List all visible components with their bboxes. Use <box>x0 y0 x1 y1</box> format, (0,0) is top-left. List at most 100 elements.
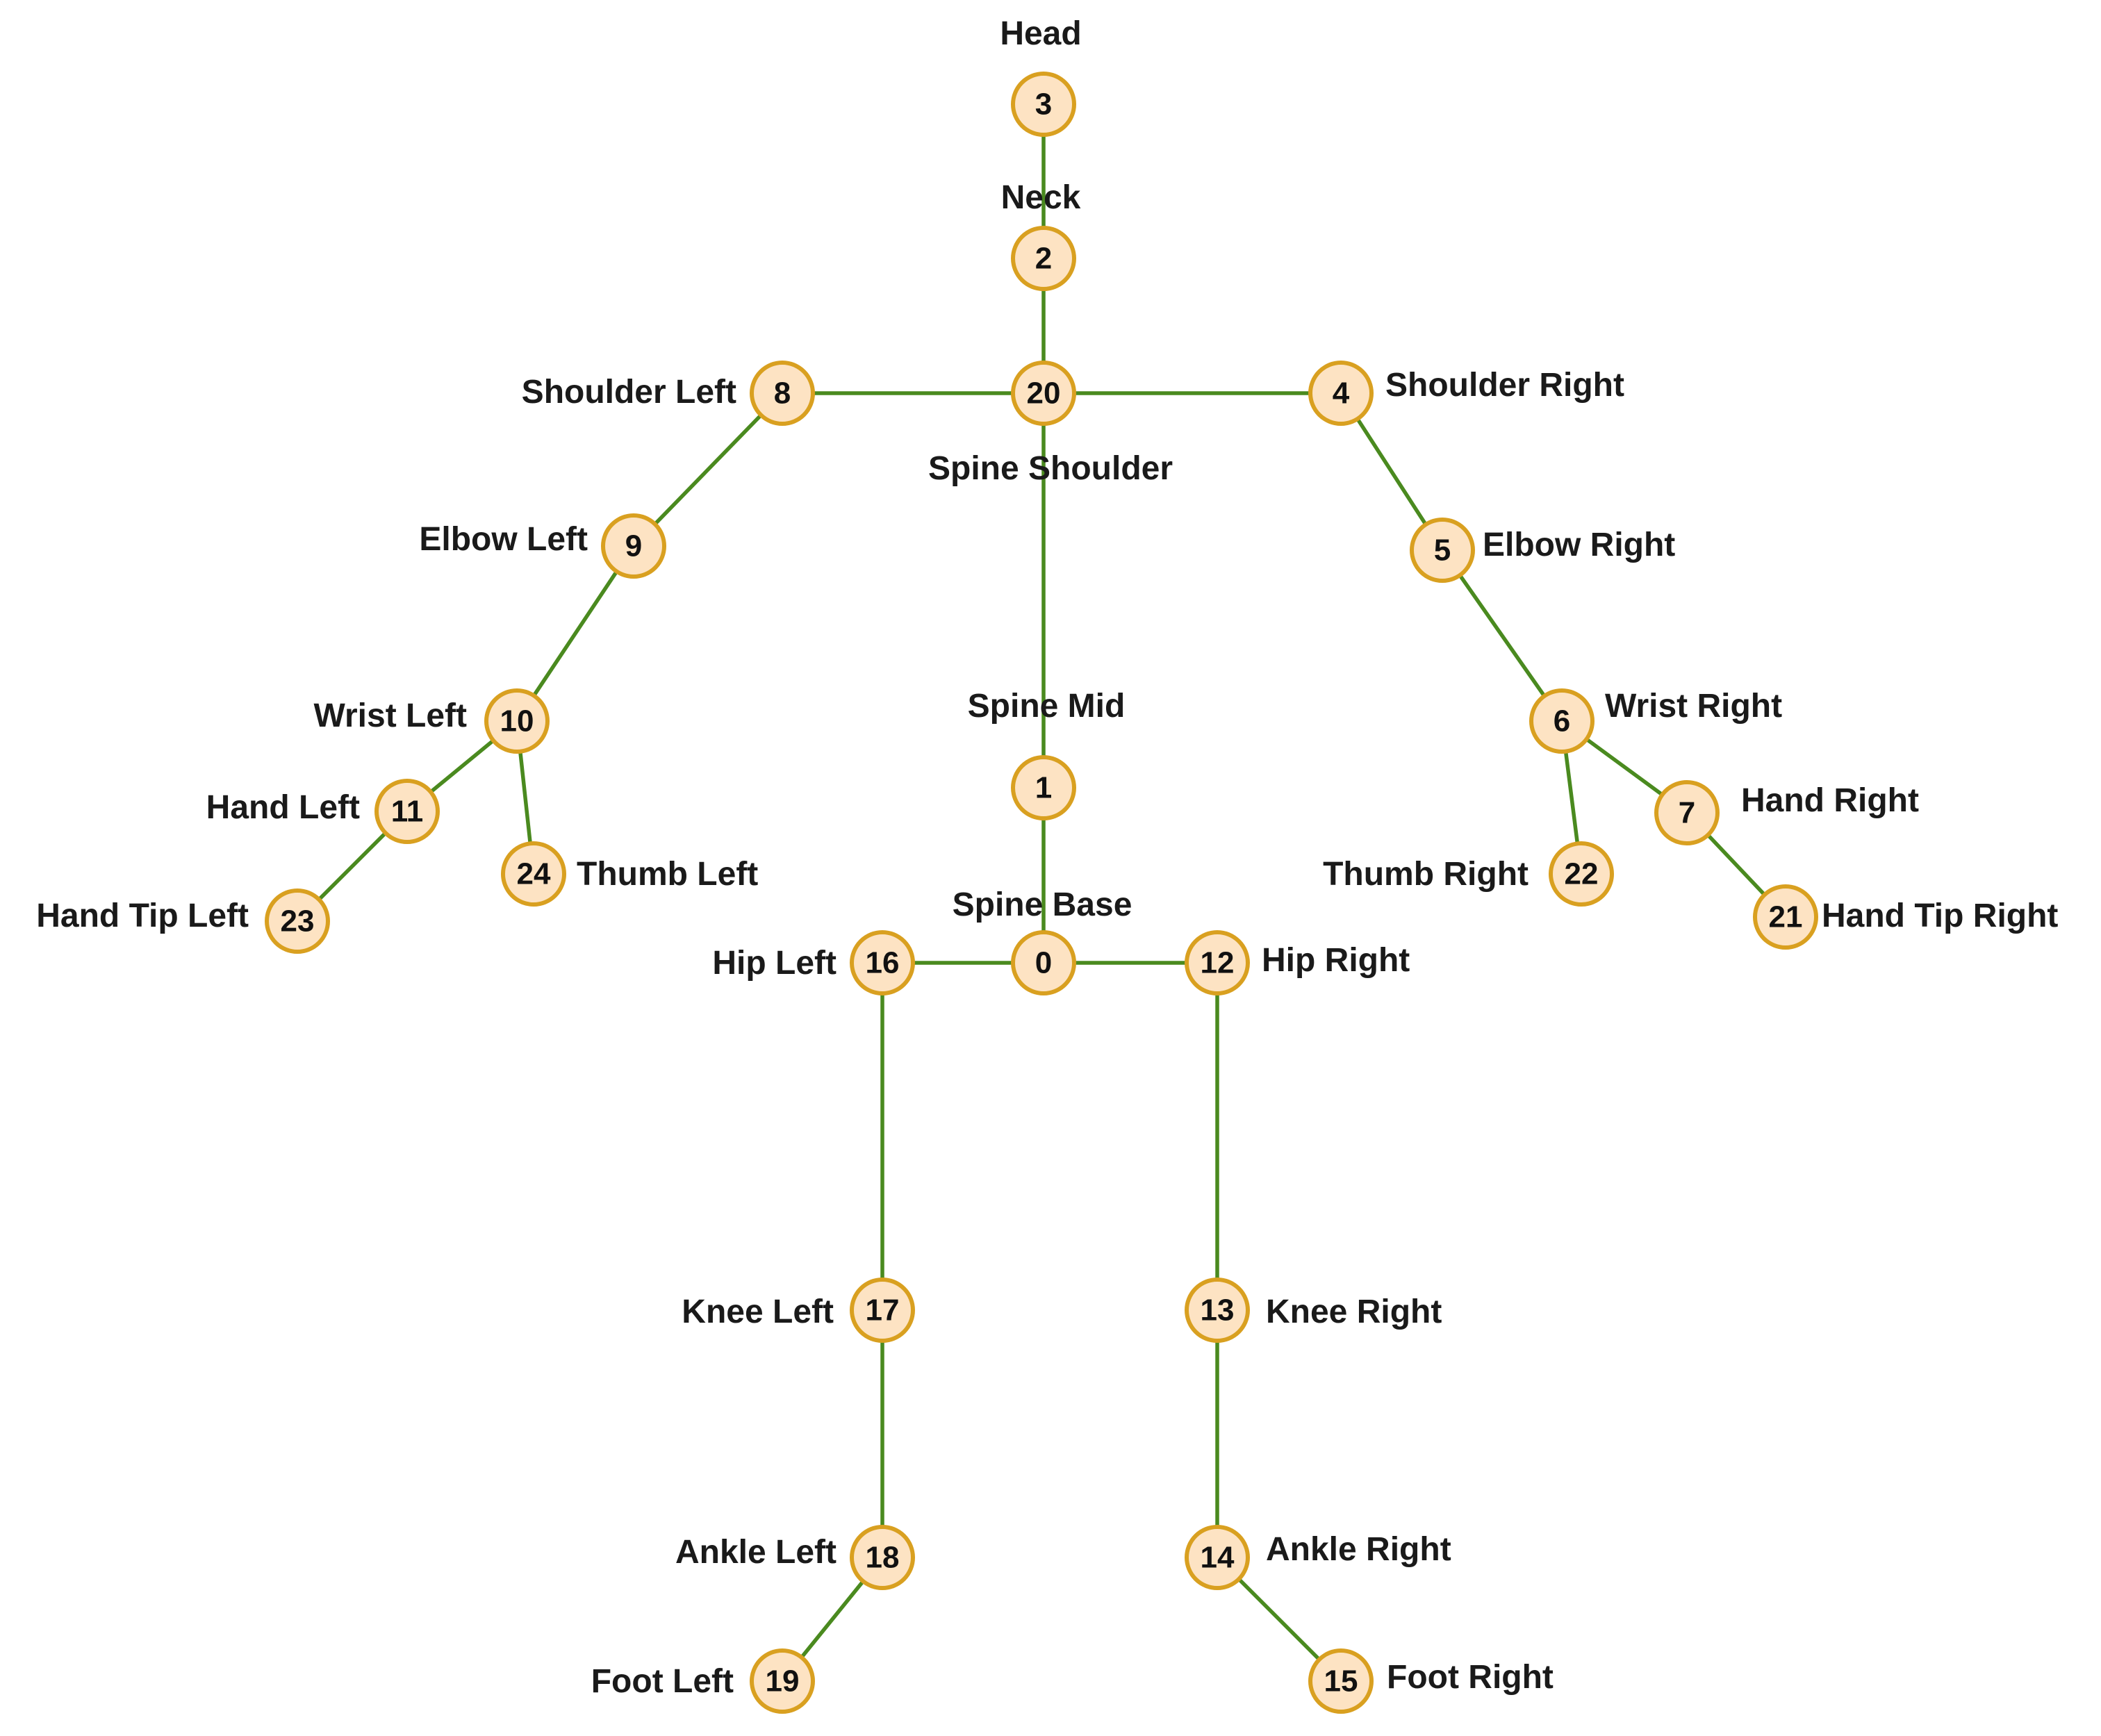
bone-5-6 <box>1440 548 1564 723</box>
joint-label-hand-right: Hand Right <box>1741 782 1919 819</box>
joint-label-foot-left: Foot Left <box>591 1663 734 1700</box>
joint-number: 24 <box>517 857 551 891</box>
joint-node <box>501 841 566 907</box>
joint-thumb-left: 24 <box>501 841 566 907</box>
joint-spine-shoulder: 20 <box>1011 361 1076 426</box>
joint-ankle-right: 14 <box>1185 1525 1250 1590</box>
joint-knee-left: 17 <box>850 1278 915 1343</box>
joint-elbow-left: 9 <box>601 513 666 579</box>
joint-node <box>1011 226 1076 291</box>
joint-foot-left: 19 <box>750 1648 815 1714</box>
joint-head: 3 <box>1011 72 1076 137</box>
joint-label-thumb-right: Thumb Right <box>1323 856 1529 893</box>
joint-node <box>850 1278 915 1343</box>
joint-node <box>1011 361 1076 426</box>
joint-number: 11 <box>391 795 424 829</box>
joint-hip-right: 12 <box>1185 930 1250 995</box>
joint-knee-right: 13 <box>1185 1278 1250 1343</box>
joint-label-thumb-left: Thumb Left <box>577 856 758 893</box>
joint-number: 18 <box>866 1541 900 1575</box>
joint-neck: 2 <box>1011 226 1076 291</box>
joint-label-neck: Neck <box>1001 179 1081 216</box>
joint-shoulder-right: 4 <box>1308 361 1374 426</box>
joint-node <box>601 513 666 579</box>
joint-label-hand-tip-left: Hand Tip Left <box>36 898 249 934</box>
joint-label-hand-left: Hand Left <box>206 789 360 826</box>
joint-label-hip-left: Hip Left <box>712 945 837 982</box>
joint-foot-right: 15 <box>1308 1648 1374 1714</box>
joint-wrist-right: 6 <box>1529 688 1595 754</box>
joint-number: 17 <box>866 1293 900 1328</box>
joint-node <box>1410 518 1475 583</box>
joint-label-hip-right: Hip Right <box>1262 942 1410 979</box>
joint-node <box>1549 841 1614 907</box>
joint-number: 6 <box>1554 704 1570 738</box>
joint-hand-right: 7 <box>1654 780 1720 845</box>
joint-node <box>1654 780 1720 845</box>
joint-spine-base: 0 <box>1011 930 1076 995</box>
joint-number: 14 <box>1201 1541 1235 1575</box>
joint-number: 13 <box>1201 1293 1235 1328</box>
joint-label-spine-shoulder: Spine Shoulder <box>928 450 1173 487</box>
joint-hand-tip-right: 21 <box>1753 884 1818 950</box>
joint-number: 5 <box>1434 534 1451 568</box>
joint-label-elbow-right: Elbow Right <box>1483 527 1675 563</box>
joint-node <box>850 930 915 995</box>
joint-hand-left: 11 <box>374 779 440 844</box>
joint-ankle-left: 18 <box>850 1525 915 1590</box>
joint-number: 23 <box>281 904 315 939</box>
joint-node <box>1011 755 1076 820</box>
joint-number: 10 <box>500 704 534 738</box>
joint-number: 19 <box>766 1664 800 1698</box>
joint-label-shoulder-left: Shoulder Left <box>522 374 736 411</box>
joint-node <box>1308 361 1374 426</box>
joint-node <box>1011 930 1076 995</box>
joint-thumb-right: 22 <box>1549 841 1614 907</box>
joint-number: 8 <box>774 377 791 411</box>
joint-node <box>1185 1525 1250 1590</box>
joint-number: 9 <box>625 529 642 563</box>
joint-node <box>1529 688 1595 754</box>
joint-spine-mid: 1 <box>1011 755 1076 820</box>
joint-node <box>750 361 815 426</box>
joint-label-knee-left: Knee Left <box>682 1293 834 1330</box>
joint-number: 22 <box>1565 857 1599 891</box>
joint-number: 12 <box>1201 946 1235 980</box>
joint-shoulder-left: 8 <box>750 361 815 426</box>
joint-label-spine-mid: Spine Mid <box>968 688 1126 725</box>
joint-node <box>1011 72 1076 137</box>
joint-number: 3 <box>1035 88 1052 122</box>
joint-number: 1 <box>1035 771 1052 805</box>
joint-label-wrist-right: Wrist Right <box>1605 688 1782 725</box>
joint-label-foot-right: Foot Right <box>1387 1659 1554 1696</box>
joint-number: 15 <box>1324 1664 1358 1698</box>
joint-node <box>1753 884 1818 950</box>
joint-elbow-right: 5 <box>1410 518 1475 583</box>
joint-node <box>265 888 330 954</box>
joint-number: 20 <box>1027 377 1061 411</box>
joint-label-shoulder-right: Shoulder Right <box>1385 367 1624 404</box>
joint-node <box>1185 1278 1250 1343</box>
joint-label-ankle-right: Ankle Right <box>1266 1531 1451 1568</box>
joint-number: 0 <box>1035 946 1052 980</box>
joint-label-hand-tip-right: Hand Tip Right <box>1822 898 2058 934</box>
joint-label-wrist-left: Wrist Left <box>314 697 467 734</box>
joint-wrist-left: 10 <box>484 688 550 754</box>
joint-hip-left: 16 <box>850 930 915 995</box>
joint-node <box>850 1525 915 1590</box>
bone-9-10 <box>515 544 636 723</box>
joint-number: 2 <box>1035 242 1052 276</box>
joint-node <box>484 688 550 754</box>
joint-label-ankle-left: Ankle Left <box>675 1534 837 1571</box>
joint-number: 7 <box>1679 796 1695 830</box>
joint-node <box>1308 1648 1374 1714</box>
joint-label-spine-base: Spine Base <box>953 886 1132 923</box>
joint-number: 21 <box>1769 900 1803 934</box>
joint-label-knee-right: Knee Right <box>1266 1293 1442 1330</box>
joint-number: 4 <box>1333 377 1350 411</box>
joint-label-elbow-left: Elbow Left <box>419 521 588 558</box>
joint-node <box>374 779 440 844</box>
